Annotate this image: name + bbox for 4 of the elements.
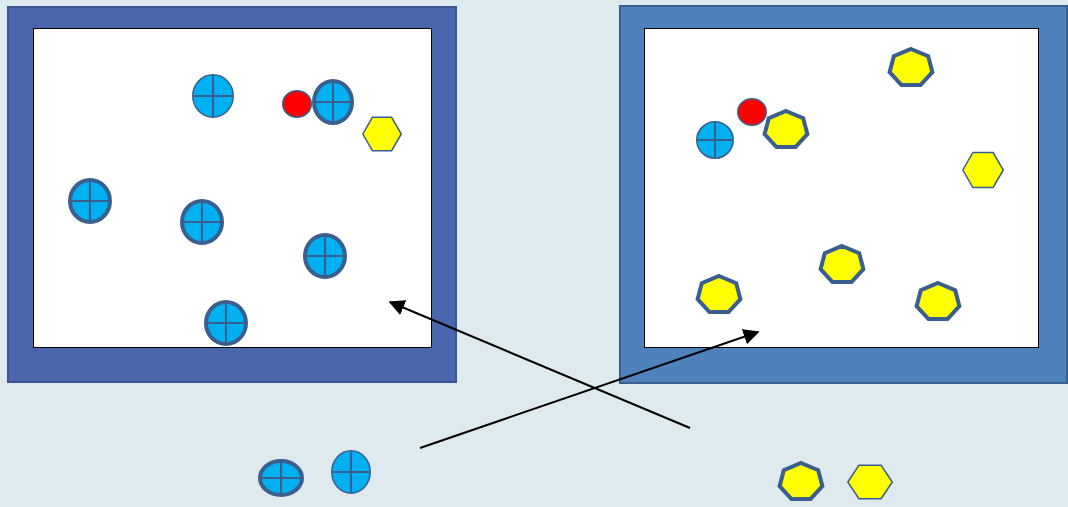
frame xyxy=(7,6,457,383)
arrow xyxy=(419,329,760,449)
frame xyxy=(619,5,1068,384)
arrow xyxy=(388,300,691,429)
